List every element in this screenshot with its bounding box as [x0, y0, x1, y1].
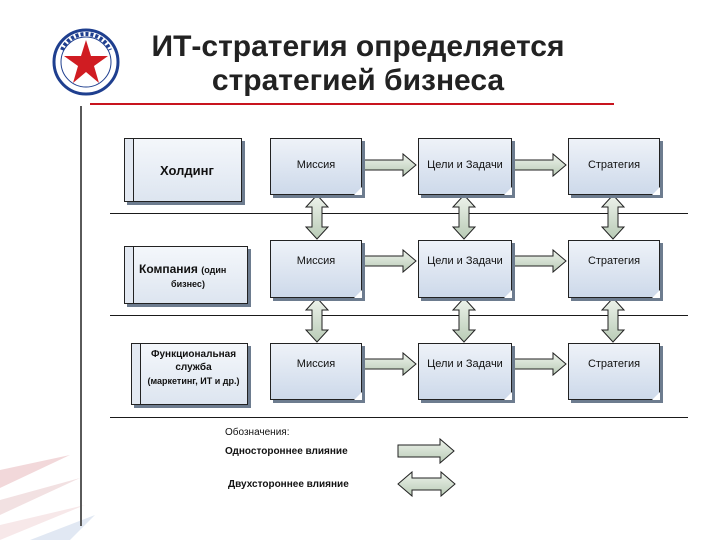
row-label-text: Компания (один	[139, 262, 243, 276]
title-underline	[90, 103, 614, 105]
cell-mission: Миссия	[270, 343, 362, 400]
legend-one-way-arrow	[397, 437, 455, 465]
cell-strategy: Стратегия	[568, 138, 660, 195]
cell-strategy: Стратегия	[568, 240, 660, 298]
cell-text: Цели и Задачи	[427, 358, 503, 370]
page-fold	[504, 187, 512, 195]
row-label-sub: бизнес)	[171, 279, 205, 289]
row-separator	[110, 315, 688, 316]
cell-text: Стратегия	[587, 255, 641, 267]
logo-emblem	[52, 28, 120, 96]
page-fold	[652, 392, 660, 400]
row-label-company: Компания (один бизнес)	[124, 246, 248, 304]
cell-text: Цели и Задачи	[427, 159, 503, 171]
cell-goals: Цели и Задачи	[418, 240, 512, 298]
cell-goals: Цели и Задачи	[418, 138, 512, 195]
one-way-arrow	[511, 351, 567, 377]
cell-goals: Цели и Задачи	[418, 343, 512, 400]
legend-two-way-arrow	[397, 470, 456, 498]
label-bar	[125, 139, 134, 201]
row-label-text: Функциональная служба	[150, 349, 237, 373]
row-label-text: Холдинг	[160, 163, 214, 178]
one-way-arrow	[361, 152, 417, 178]
one-way-arrow	[511, 248, 567, 274]
row-label-sub: (маркетинг, ИТ и др.)	[147, 376, 240, 386]
cell-mission: Миссия	[270, 138, 362, 195]
row-label-functional: Функциональная служба (маркетинг, ИТ и д…	[131, 343, 248, 405]
corner-decoration	[0, 455, 95, 540]
cell-text: Миссия	[296, 159, 336, 171]
row-label-main: Компания	[139, 262, 198, 276]
cell-text: Цели и Задачи	[427, 255, 503, 267]
slide-title-line1: ИТ-стратегия определяется	[151, 30, 565, 63]
two-way-arrow	[304, 194, 330, 240]
cell-text: Миссия	[296, 358, 336, 370]
row-label-holding: Холдинг	[124, 138, 242, 202]
label-bar	[132, 344, 141, 404]
cell-strategy: Стратегия	[568, 343, 660, 400]
row-label-small: (один	[201, 265, 227, 275]
page-fold	[504, 290, 512, 298]
page-fold	[354, 392, 362, 400]
legend-two-way-label: Двухстороннее влияние	[228, 479, 349, 490]
one-way-arrow	[361, 248, 417, 274]
legend-heading: Обозначения:	[225, 427, 290, 438]
page-fold	[652, 290, 660, 298]
one-way-arrow	[361, 351, 417, 377]
label-bar	[125, 247, 134, 303]
two-way-arrow	[600, 194, 626, 240]
page-fold	[354, 290, 362, 298]
two-way-arrow	[600, 297, 626, 343]
slide-title-line2: стратегией бизнеса	[211, 64, 505, 97]
cell-text: Миссия	[296, 255, 336, 267]
cell-text: Стратегия	[587, 358, 641, 370]
one-way-arrow	[511, 152, 567, 178]
cell-text: Стратегия	[587, 159, 641, 171]
row-separator	[110, 417, 688, 418]
two-way-arrow	[451, 297, 477, 343]
page-fold	[354, 187, 362, 195]
page-fold	[652, 187, 660, 195]
legend-one-way-label: Одностороннее влияние	[225, 446, 348, 457]
two-way-arrow	[451, 194, 477, 240]
page-fold	[504, 392, 512, 400]
left-border-line	[80, 106, 82, 526]
row-separator	[110, 213, 688, 214]
two-way-arrow	[304, 297, 330, 343]
cell-mission: Миссия	[270, 240, 362, 298]
